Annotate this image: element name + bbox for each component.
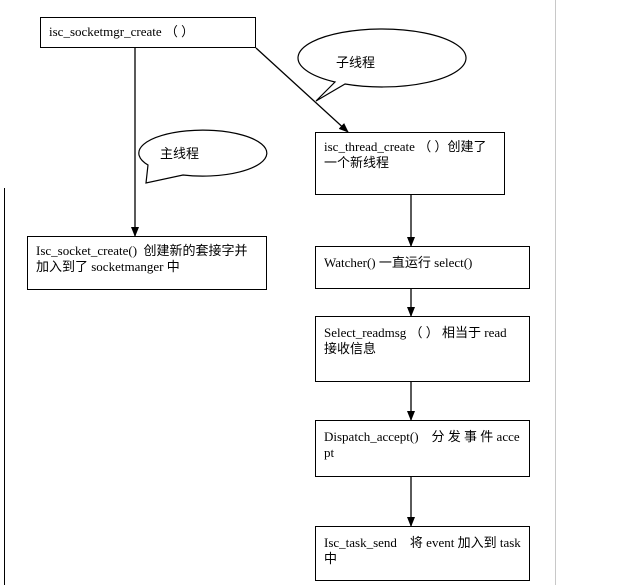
main-thread-label: 主线程 — [160, 146, 200, 161]
node-task-send: Isc_task_send 将 event 加入到 task 中 — [315, 526, 530, 581]
page-border-left — [4, 188, 5, 585]
child-thread-label: 子线程 — [336, 55, 376, 70]
node-socketmgr-create: isc_socketmgr_create （ ） — [40, 17, 256, 48]
child-thread-callout-bubble — [297, 28, 467, 102]
node-select-readmsg: Select_readmsg （ ） 相当于 read 接收信息 — [315, 316, 530, 382]
node-thread-create: isc_thread_create （ ）创建了一个新线程 — [315, 132, 505, 195]
main-thread-callout-bubble — [138, 129, 268, 184]
node-watcher: Watcher() 一直运行 select() — [315, 246, 530, 289]
page-border-right — [555, 0, 556, 585]
arrow-socketmgr-to-thread-create — [255, 47, 349, 133]
node-socket-create: Isc_socket_create() 创建新的套接字并加入到了 socketm… — [27, 236, 267, 290]
node-dispatch-accept: Dispatch_accept() 分 发 事 件 accept — [315, 420, 530, 477]
